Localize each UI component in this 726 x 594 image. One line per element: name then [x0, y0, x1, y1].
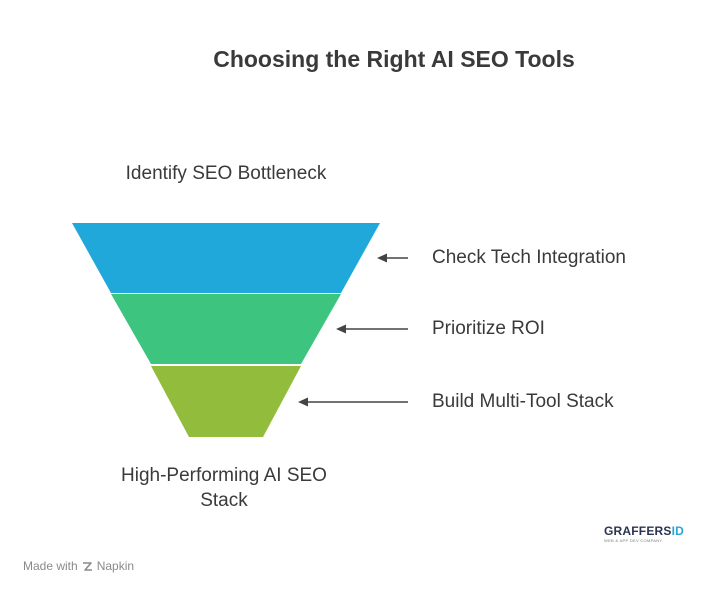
arrow-stage-1	[377, 253, 408, 263]
funnel-top-label: Identify SEO Bottleneck	[125, 163, 327, 184]
stage-label-2: Prioritize ROI	[432, 318, 545, 339]
napkin-logo-icon	[82, 561, 92, 571]
napkin-brand-text: Napkin	[96, 559, 135, 573]
stage-label-1: Check Tech Integration	[432, 247, 626, 268]
funnel-stage-3	[151, 366, 301, 437]
funnel-bottom-label-line1: High-Performing AI SEO	[121, 465, 327, 486]
funnel-stage-1	[72, 223, 380, 293]
arrow-stage-2	[336, 324, 408, 334]
logo-name-main: GRAFFERS	[604, 524, 672, 538]
made-with-text: Made with	[23, 559, 78, 573]
graffersid-logo: GRAFFERSID WEB & APP DEV COMPANY	[604, 524, 684, 546]
funnel-bottom-label: High-Performing AI SEO Stack	[92, 463, 356, 513]
arrow-stage-3	[298, 397, 408, 407]
logo-tagline: WEB & APP DEV COMPANY	[604, 538, 663, 543]
made-with-napkin: Made with Napkin	[23, 559, 134, 573]
funnel-bottom-label-line2: Stack	[200, 490, 248, 511]
funnel-stage-2	[111, 294, 341, 364]
diagram-title: Choosing the Right AI SEO Tools	[213, 46, 575, 72]
stage-label-3: Build Multi-Tool Stack	[432, 391, 614, 412]
logo-name-accent: ID	[671, 524, 685, 538]
